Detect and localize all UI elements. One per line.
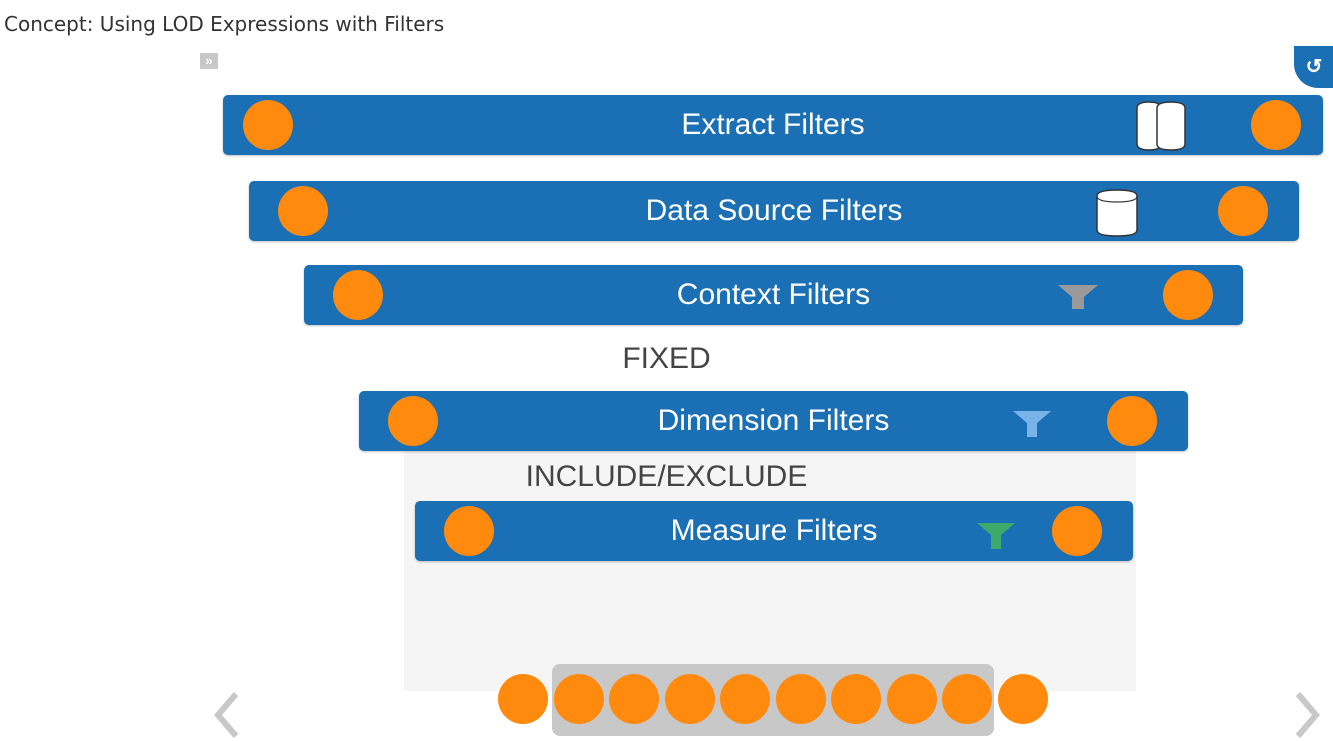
extract-db-icon bbox=[1136, 101, 1186, 151]
data-source-filters-bar: Data Source Filters bbox=[249, 181, 1299, 241]
funnel-gray-icon bbox=[1058, 285, 1098, 309]
database-icon bbox=[1096, 189, 1138, 237]
next-button[interactable] bbox=[1292, 690, 1322, 740]
result-dot bbox=[498, 674, 548, 724]
chevron-left-icon bbox=[214, 692, 239, 738]
funnel-green-icon bbox=[977, 523, 1015, 549]
record-dot bbox=[278, 186, 328, 236]
record-dot bbox=[243, 100, 293, 150]
context-filters-bar: Context Filters bbox=[304, 265, 1243, 325]
double-chevron-right-icon: » bbox=[205, 53, 213, 68]
result-dot bbox=[831, 674, 881, 724]
extract-filters-label: Extract Filters bbox=[681, 108, 865, 141]
record-dot bbox=[1251, 100, 1301, 150]
result-dot bbox=[942, 674, 992, 724]
reset-button[interactable]: ↺ bbox=[1294, 46, 1333, 88]
chevron-right-icon bbox=[1295, 692, 1320, 738]
data-source-filters-label: Data Source Filters bbox=[645, 194, 903, 227]
record-dot bbox=[1052, 506, 1102, 556]
record-dot bbox=[333, 270, 383, 320]
result-dot bbox=[609, 674, 659, 724]
record-dot bbox=[444, 506, 494, 556]
fixed-label: FIXED bbox=[622, 342, 711, 375]
include-exclude-label: INCLUDE/EXCLUDE bbox=[525, 460, 808, 493]
result-dot bbox=[886, 674, 937, 724]
reset-icon: ↺ bbox=[1305, 56, 1323, 78]
result-dot bbox=[997, 674, 1048, 724]
result-dot bbox=[664, 674, 715, 724]
prev-button[interactable] bbox=[212, 690, 242, 740]
measure-filters-bar: Measure Filters bbox=[415, 501, 1133, 561]
context-filters-label: Context Filters bbox=[676, 278, 871, 311]
record-dot bbox=[1218, 186, 1268, 236]
result-dot bbox=[720, 674, 770, 724]
measure-filters-label: Measure Filters bbox=[670, 514, 878, 547]
record-dot bbox=[388, 396, 438, 446]
funnel-blue-icon bbox=[1013, 411, 1051, 437]
dimension-filters-bar: Dimension Filters bbox=[359, 391, 1188, 451]
result-dot bbox=[553, 674, 604, 724]
result-dot bbox=[775, 674, 826, 724]
extract-filters-bar: Extract Filters bbox=[223, 95, 1323, 155]
page-title: Concept: Using LOD Expressions with Filt… bbox=[4, 12, 445, 36]
record-dot bbox=[1107, 396, 1157, 446]
dimension-filters-label: Dimension Filters bbox=[657, 404, 890, 437]
record-dot bbox=[1163, 270, 1213, 320]
expand-button[interactable]: » bbox=[200, 53, 218, 69]
